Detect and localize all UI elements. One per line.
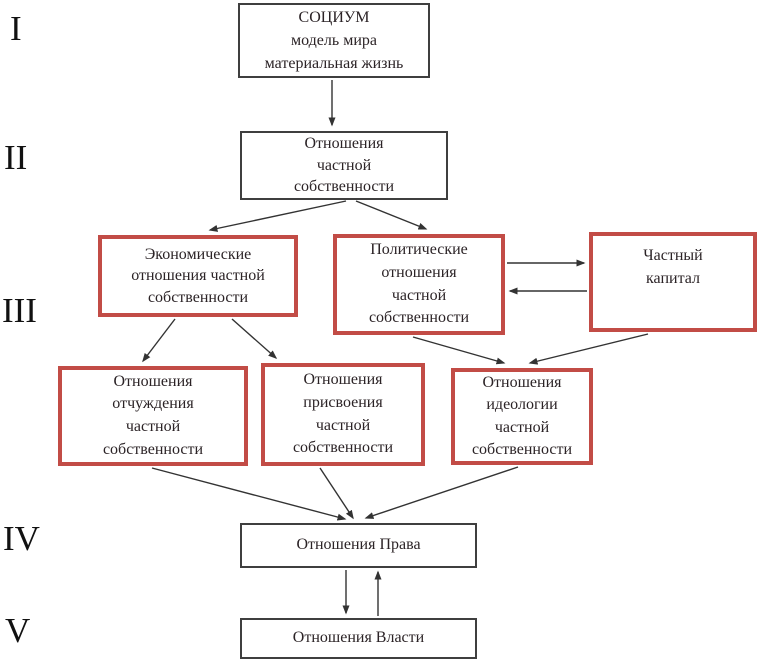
node-private-property-line: Отношения: [304, 135, 384, 153]
level-label-5: V: [5, 611, 31, 650]
node-private-property-line: собственности: [293, 178, 395, 196]
level-label-4: IV: [3, 519, 40, 558]
arrow-ideology-to-law: [364, 466, 519, 519]
node-appropriation-relations-line: частной: [315, 416, 371, 434]
node-political-relations-line: собственности: [368, 309, 470, 327]
arrow-private-property-to-economic: [208, 200, 347, 232]
node-socium-line: СОЦИУМ: [298, 8, 370, 26]
arrow-appropriation-to-law: [319, 467, 354, 520]
node-private-capital-line: капитал: [646, 269, 700, 287]
node-political-relations: Политические отношения частной собственн…: [333, 234, 505, 335]
level-label-3: III: [2, 291, 37, 330]
arrow-economic-to-appropriation: [231, 318, 278, 359]
node-private-capital: Частный капитал: [589, 232, 757, 332]
arrow-alienation-to-law: [151, 467, 347, 521]
node-alienation-relations-line: частной: [125, 418, 181, 435]
arrow-economic-to-alienation: [142, 318, 176, 363]
node-appropriation-relations-line: присвоения: [303, 393, 383, 411]
level-label-1: I: [10, 9, 22, 48]
arrow-political-to-ideology: [412, 336, 506, 365]
node-alienation-relations-line: Отношения: [113, 372, 193, 390]
node-socium-line: модель мира: [291, 31, 377, 49]
node-political-relations-line: отношения: [381, 263, 457, 281]
node-ideology-relations: Отношения идеологии частной собственност…: [451, 368, 593, 465]
node-power-relations-line: Отношения Власти: [292, 629, 425, 647]
node-economic-relations-line: Экономические: [144, 245, 252, 263]
node-economic-relations: Экономические отношения частной собствен…: [98, 235, 298, 317]
node-economic-relations-line: собственности: [147, 288, 249, 306]
node-private-property-line: частной: [316, 156, 372, 174]
arrow-capital-to-ideology: [528, 333, 649, 365]
node-private-capital-line: Частный: [643, 247, 703, 264]
node-appropriation-relations: Отношения присвоения частной собственнос…: [261, 363, 425, 466]
node-appropriation-relations-line: Отношения: [303, 371, 383, 389]
node-political-relations-line: частной: [391, 286, 447, 304]
node-power-relations: Отношения Власти: [240, 618, 477, 659]
level-label-2: II: [4, 138, 28, 177]
node-law-relations-line: Отношения Права: [296, 536, 421, 554]
node-alienation-relations-line: отчуждения: [112, 395, 194, 413]
node-alienation-relations-line: собственности: [102, 440, 204, 458]
node-private-property: Отношения частной собственности: [240, 131, 448, 200]
node-ideology-relations-line: собственности: [471, 440, 573, 458]
node-ideology-relations-line: частной: [494, 418, 550, 436]
node-ideology-relations-line: Отношения: [482, 374, 562, 392]
node-socium: СОЦИУМ модель мира материальная жизнь: [238, 3, 430, 78]
arrow-private-property-to-political: [355, 200, 428, 230]
node-socium-line: материальная жизнь: [264, 55, 404, 73]
node-law-relations: Отношения Права: [240, 523, 477, 568]
node-alienation-relations: Отношения отчуждения частной собственнос…: [58, 366, 248, 466]
node-appropriation-relations-line: собственности: [292, 439, 394, 457]
node-political-relations-line: Политические: [370, 241, 468, 259]
node-economic-relations-line: отношения частной: [131, 267, 265, 285]
node-ideology-relations-line: идеологии: [486, 396, 558, 414]
